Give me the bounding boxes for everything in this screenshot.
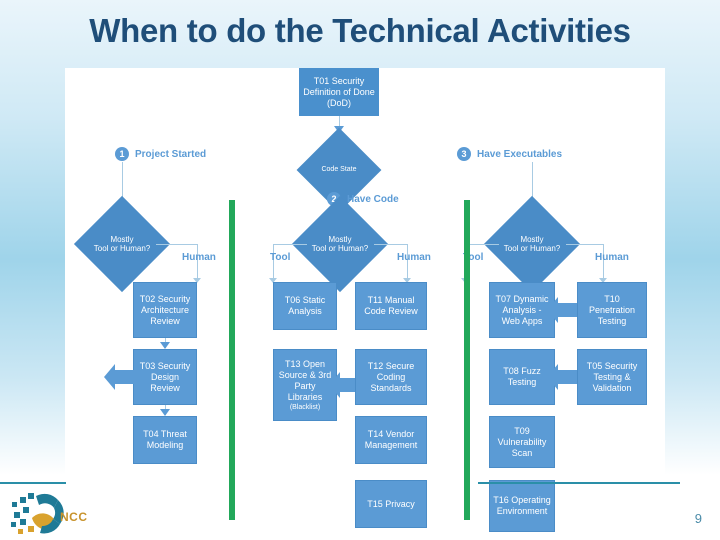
arrowhead-mid-tool (269, 278, 277, 283)
decision-exec-label: Mostly Tool or Human? (503, 235, 561, 253)
task-box-T16[interactable]: T16 Operating Environment (489, 480, 555, 532)
task-label-T13: T13 Open Source & 3rd Party Libraries (B… (278, 358, 332, 411)
milestone-3-label: Have Executables (477, 148, 563, 160)
task-label-T07: T07 Dynamic Analysis - Web Apps (495, 293, 549, 326)
task-box-T03[interactable]: T03 Security Design Review (133, 349, 197, 405)
connector-right-tool-h (465, 244, 499, 245)
arrowhead-t02-t03 (160, 342, 170, 349)
milestone-2-label: Have Code (347, 193, 399, 205)
task-box-T08[interactable]: T08 Fuzz Testing (489, 349, 555, 405)
task-box-T15[interactable]: T15 Privacy (355, 480, 427, 528)
milestone-3: 3 Have Executables (457, 147, 562, 161)
section-divider-right (464, 200, 470, 520)
task-box-T14[interactable]: T14 Vendor Management (355, 416, 427, 464)
task-label-T02: T02 Security Architecture Review (139, 293, 191, 326)
arrowhead-right-human (599, 278, 607, 283)
task-box-T01[interactable]: T01 Security Definition of Done (DoD) (299, 68, 379, 116)
task-box-T10[interactable]: T10 Penetration Testing (577, 282, 647, 338)
connector-milestone3 (532, 162, 533, 208)
milestone-1-label: Project Started (135, 148, 207, 160)
task-label-T03: T03 Security Design Review (139, 360, 191, 393)
task-box-T04[interactable]: T04 Threat Modeling (133, 416, 197, 464)
page-title: When to do the Technical Activities (89, 12, 631, 49)
connector-mid-human-h (374, 244, 408, 245)
connector-right-human-h (566, 244, 604, 245)
decision-code-state-label: Code State (321, 166, 357, 173)
task-label-T08: T08 Fuzz Testing (503, 366, 541, 387)
connector-mid-human-v (407, 244, 408, 282)
connector-left-human-h (156, 244, 198, 245)
task-label-T10: T10 Penetration Testing (588, 293, 636, 326)
milestone-1: 1 Project Started (115, 147, 206, 161)
task-label-T04: T04 Threat Modeling (143, 429, 187, 450)
page-number: 9 (694, 511, 702, 526)
arrowhead-mid-human (403, 278, 411, 283)
task-label-T09: T09 Vulnerability Scan (497, 425, 547, 458)
connector-t01-state (339, 116, 340, 128)
task-label-T16: T16 Operating Environment (493, 495, 551, 516)
decision-project-label: Mostly Tool or Human? (93, 235, 151, 253)
task-sublabel-T13: (Blacklist) (289, 403, 321, 411)
milestone-1-number: 1 (115, 147, 129, 161)
task-label-T14: T14 Vendor Management (364, 429, 418, 450)
connector-right-human-v (603, 244, 604, 282)
task-box-T05[interactable]: T05 Security Testing & Validation (577, 349, 647, 405)
connector-milestone1 (122, 162, 123, 208)
branch-label-right-human: Human (595, 252, 629, 263)
task-box-T07[interactable]: T07 Dynamic Analysis - Web Apps (489, 282, 555, 338)
task-box-T12[interactable]: T12 Secure Coding Standards (355, 349, 427, 405)
task-label-T01: T01 Security Definition of Done (DoD) (303, 75, 375, 108)
footer-rule-left (0, 482, 66, 484)
decision-code-label: Mostly Tool or Human? (311, 235, 369, 253)
task-box-T11[interactable]: T11 Manual Code Review (355, 282, 427, 330)
connector-mid-tool-v (273, 244, 274, 282)
task-label-T06: T06 Static Analysis (284, 295, 326, 316)
branch-label-right-tool: Tool (463, 252, 484, 263)
inbound-arrow-T03 (104, 364, 135, 390)
arrowhead-left-human (193, 278, 201, 283)
branch-label-mid-tool: Tool (270, 252, 291, 263)
connector-mid-tool-h (273, 244, 307, 245)
task-label-T11: T11 Manual Code Review (364, 295, 418, 316)
section-divider-left (229, 200, 235, 520)
flowchart-diagram: T01 Security Definition of Done (DoD) Co… (65, 68, 665, 533)
task-label-T15: T15 Privacy (367, 498, 415, 509)
task-label-T12: T12 Secure Coding Standards (367, 360, 415, 393)
connector-left-human-v (197, 244, 198, 282)
task-box-T13[interactable]: T13 Open Source & 3rd Party Libraries (B… (273, 349, 337, 421)
task-box-T02[interactable]: T02 Security Architecture Review (133, 282, 197, 338)
branch-label-left-human: Human (182, 252, 216, 263)
footer-rule-right (478, 482, 680, 484)
arrowhead-t03-t04 (160, 409, 170, 416)
logo-wordmark: NCC (60, 510, 88, 524)
task-box-T09[interactable]: T09 Vulnerability Scan (489, 416, 555, 468)
company-logo (6, 486, 102, 538)
task-box-T06[interactable]: T06 Static Analysis (273, 282, 337, 330)
branch-label-mid-human: Human (397, 252, 431, 263)
milestone-3-number: 3 (457, 147, 471, 161)
task-label-T05: T05 Security Testing & Validation (586, 360, 638, 393)
